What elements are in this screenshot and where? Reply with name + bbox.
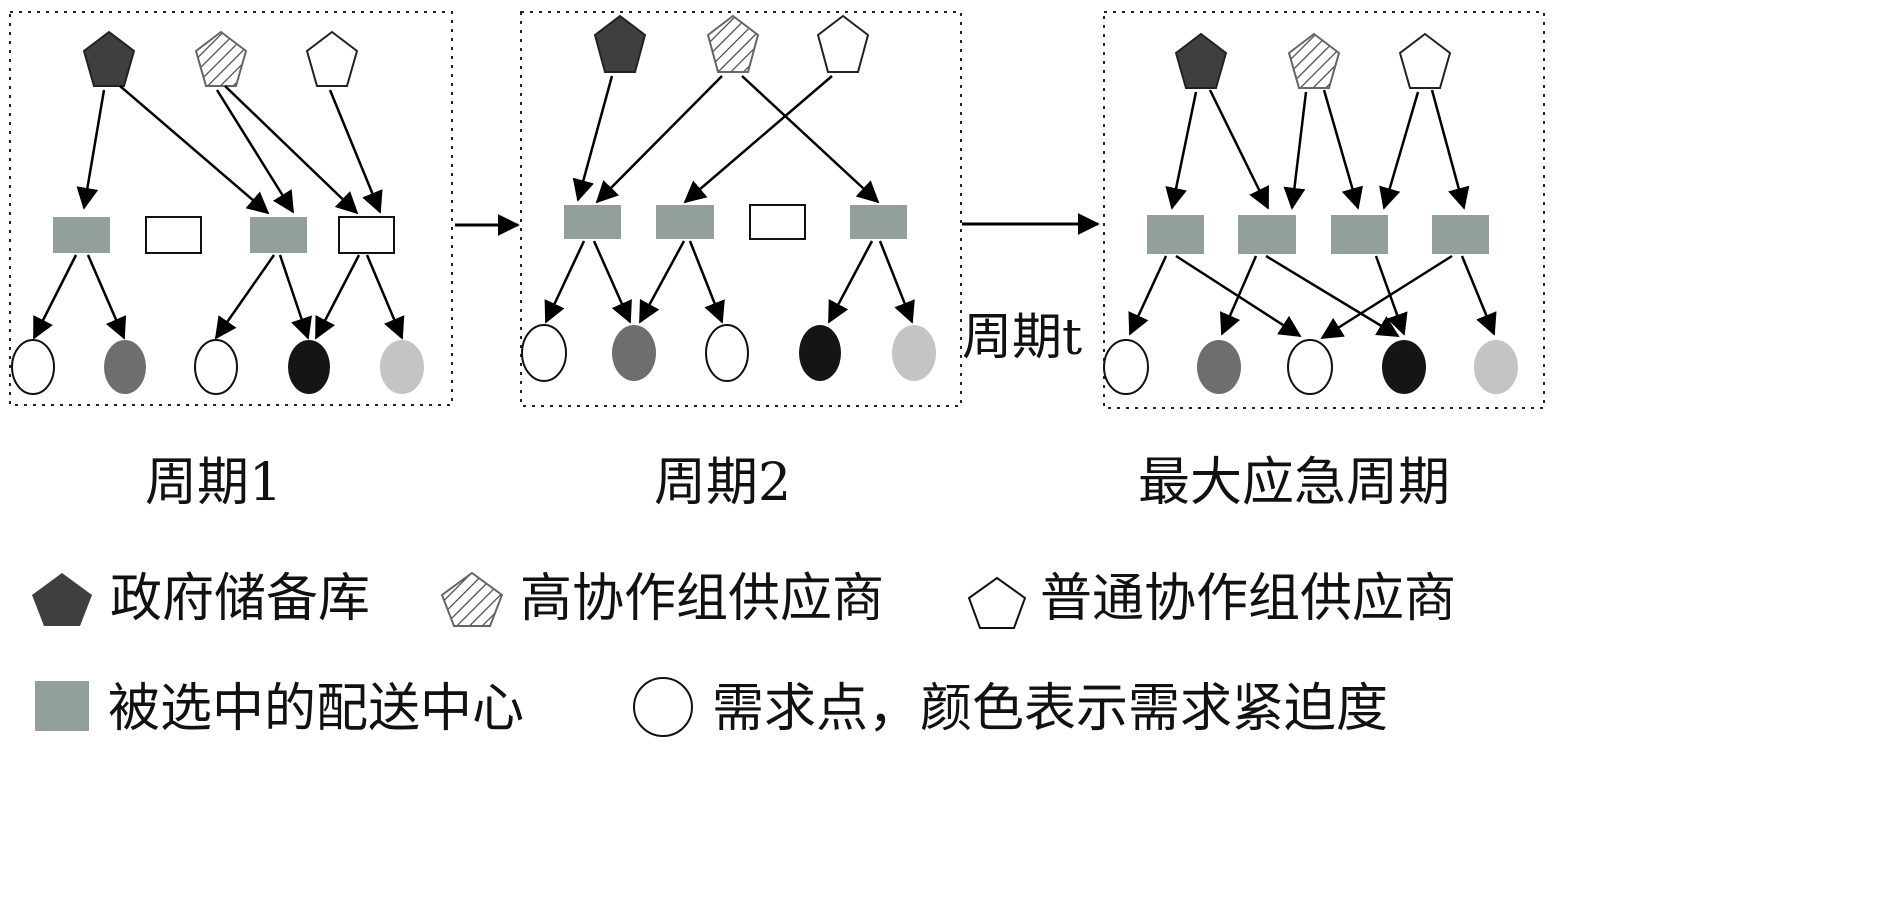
demand-point	[1103, 339, 1149, 395]
panel-2-frame	[520, 11, 962, 407]
legend-high-coop-supplier-label: 高协作组供应商	[520, 569, 884, 629]
selected-center	[564, 205, 621, 239]
selected-center	[1238, 215, 1296, 254]
legend-high-coop-supplier-icon	[440, 571, 504, 627]
legend-demand-point-icon	[633, 677, 693, 737]
flow-arrow	[1283, 91, 1308, 210]
legend-normal-supplier-icon	[967, 576, 1027, 629]
flow-arrow	[1379, 91, 1420, 210]
government-depot-icon	[593, 14, 647, 73]
government-depot-icon	[82, 30, 136, 87]
flow-arrow	[592, 240, 632, 324]
flow-arrow	[119, 85, 270, 215]
flow-arrow	[86, 254, 127, 340]
selected-center	[850, 205, 907, 239]
demand-point	[1382, 340, 1426, 394]
flow-arrow	[572, 75, 614, 202]
unselected-center	[749, 204, 806, 240]
flow-arrow	[827, 240, 874, 324]
flow-arrow	[638, 240, 686, 324]
selected-center	[1432, 215, 1489, 254]
panel-max-emergency-period	[1103, 11, 1545, 409]
flow-arrow	[1430, 89, 1470, 210]
flow-arrow	[878, 240, 915, 324]
demand-point	[194, 339, 238, 395]
panel-period-1	[9, 11, 453, 406]
panel-period-2	[520, 11, 962, 407]
panel-1-frame	[9, 11, 453, 406]
demand-point	[612, 325, 656, 381]
selected-center	[1331, 215, 1388, 254]
demand-point	[799, 325, 841, 381]
unselected-center	[145, 216, 202, 254]
normal-supplier-icon	[816, 14, 870, 73]
demand-point	[1197, 340, 1241, 394]
demand-point	[1287, 339, 1333, 395]
flow-arrow	[314, 254, 361, 340]
demand-point	[892, 325, 936, 381]
selected-center	[250, 217, 307, 253]
high-coop-supplier-icon	[194, 30, 248, 87]
legend-normal-supplier-label: 普通协作组供应商	[1040, 569, 1456, 629]
demand-point	[1474, 340, 1518, 394]
normal-supplier-icon	[305, 30, 359, 87]
panel-3-frame	[1103, 11, 1545, 409]
panel-2-caption: 周期2	[654, 453, 791, 513]
flow-arrow	[1219, 255, 1258, 336]
flow-arrow	[741, 75, 880, 204]
panel-1-caption: 周期1	[145, 453, 282, 513]
flow-arrow	[215, 89, 295, 214]
legend-selected-center-label: 被选中的配送中心	[108, 679, 524, 739]
normal-supplier-icon	[1398, 32, 1452, 89]
demand-point	[380, 340, 424, 394]
selected-center	[656, 205, 714, 239]
panel-3-caption: 最大应急周期	[1138, 453, 1450, 513]
selected-center	[1147, 215, 1204, 254]
unselected-center	[338, 216, 395, 254]
demand-point	[11, 339, 55, 395]
flow-arrow	[688, 240, 725, 324]
demand-point	[104, 340, 146, 394]
legend-government-depot-icon	[32, 573, 92, 626]
flow-arrow	[1460, 255, 1497, 336]
flow-arrow	[1320, 254, 1453, 340]
selected-center	[53, 217, 110, 253]
legend: 政府储备库 高协作组供应商 普通协作组供应商 被选中的配送中心 需求点，颜色表示…	[32, 569, 1456, 739]
flow-arrow	[328, 89, 383, 214]
flow-arrow	[32, 254, 78, 340]
flow-arrow	[224, 85, 359, 215]
demand-point	[521, 324, 567, 382]
flow-arrow	[1265, 254, 1400, 338]
flow-arrow	[683, 75, 833, 204]
flow-arrow	[278, 254, 312, 340]
flow-arrow	[76, 89, 106, 210]
flow-arrow	[1128, 255, 1168, 336]
flow-arrow	[1208, 89, 1270, 210]
flow-arrow	[595, 75, 723, 204]
period-t-label: 周期t	[962, 308, 1082, 366]
high-coop-supplier-icon	[706, 14, 760, 73]
demand-point	[705, 324, 749, 382]
high-coop-supplier-icon	[1287, 32, 1341, 89]
flow-arrow	[544, 240, 586, 324]
legend-demand-point-label: 需求点，颜色表示需求紧迫度	[712, 679, 1388, 739]
legend-government-depot-label: 政府储备库	[110, 569, 370, 629]
demand-point	[288, 340, 330, 394]
legend-selected-center-icon	[35, 681, 89, 731]
flow-arrow	[214, 254, 276, 340]
flow-arrow	[1322, 89, 1363, 210]
government-depot-icon	[1174, 32, 1228, 89]
flow-arrow	[1165, 91, 1198, 210]
flow-arrow	[365, 254, 405, 340]
